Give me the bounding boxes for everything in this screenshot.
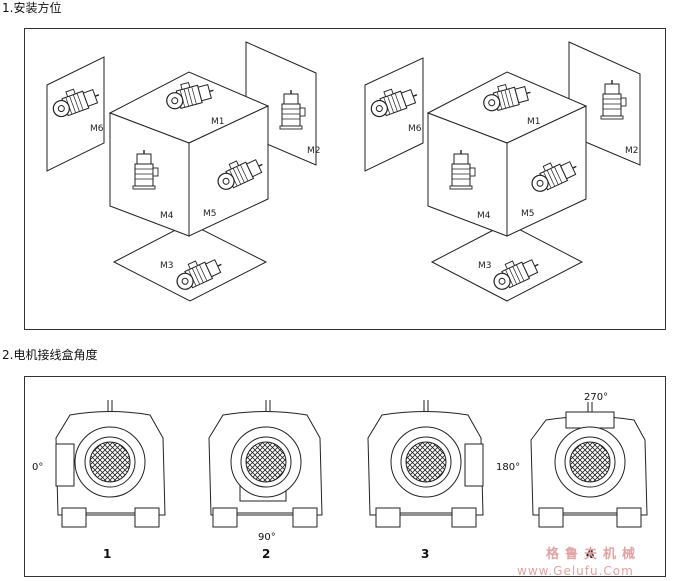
right-cube-m6-panel — [364, 57, 424, 172]
watermark-cn: 格鲁夫机械 — [546, 546, 641, 562]
angle-label-270: 270° — [584, 392, 608, 403]
angle-label-90: 90° — [258, 532, 276, 543]
left-m6-motor — [48, 80, 103, 121]
section-2-heading: 2.电机接线盒角度 — [2, 348, 98, 362]
left-label-m2: M2 — [307, 146, 321, 156]
right-label-m5: M5 — [521, 209, 535, 219]
terminal-box-view-3 — [367, 400, 484, 528]
right-label-m4: M4 — [477, 211, 491, 221]
left-label-m5: M5 — [203, 209, 217, 219]
right-mounting-diagram — [364, 41, 641, 302]
terminal-box-frame — [24, 376, 666, 577]
right-label-m3: M3 — [478, 261, 492, 271]
mounting-positions-frame — [24, 28, 666, 330]
left-cube-m3-panel — [112, 222, 268, 302]
angle-label-180: 180° — [496, 462, 520, 473]
view-number-2: 2 — [262, 547, 270, 561]
right-label-m1: M1 — [527, 117, 541, 127]
view-number-4: 4 — [586, 547, 594, 561]
left-label-m3: M3 — [160, 261, 174, 271]
view-number-3: 3 — [421, 547, 429, 561]
section-1-heading: 1.安装方位 — [2, 1, 62, 15]
left-label-m1: M1 — [211, 117, 225, 127]
terminal-box-view-1 — [55, 400, 166, 528]
right-label-m6: M6 — [408, 124, 422, 134]
left-label-m6: M6 — [90, 124, 104, 134]
watermark-url: www.Gelufu.Com — [517, 564, 634, 578]
left-cube-m6-panel — [46, 56, 105, 172]
right-m6-motor — [366, 80, 421, 121]
angle-label-0: 0° — [32, 462, 43, 473]
right-m2-motor — [600, 79, 627, 120]
right-cube-m3-panel — [430, 222, 584, 302]
terminal-box-view-2 — [208, 400, 323, 528]
right-label-m2: M2 — [625, 146, 639, 156]
left-mounting-diagram — [46, 41, 317, 302]
terminal-box-view-4 — [530, 402, 648, 528]
view-number-1: 1 — [103, 547, 111, 561]
left-m2-motor — [279, 89, 306, 130]
left-label-m4: M4 — [160, 211, 174, 221]
